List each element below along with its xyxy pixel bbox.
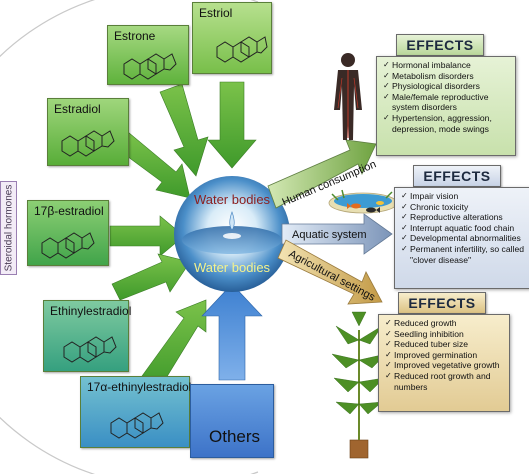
hormone-arrows <box>109 81 257 389</box>
hormone-box-17beta-estradiol: 17β-estradiol <box>27 200 109 266</box>
effect-item: Seedling inhibition <box>385 329 505 340</box>
17beta-estradiol-structure-icon <box>41 232 95 259</box>
pathway-arrow-agri <box>277 239 383 305</box>
effect-item: Interrupt aquatic food chain <box>401 223 525 234</box>
effects-list-aquatic: Impair vision Chronic toxicity Reproduct… <box>394 187 529 289</box>
effect-item: Impair vision <box>401 191 525 202</box>
effect-item: Metabolism disorders <box>383 71 511 82</box>
effect-item: Reduced tuber size <box>385 339 505 350</box>
center-label-bottom: Water bodies <box>194 260 271 275</box>
hormone-label-ethinylestradiol: Ethinylestradiol <box>50 304 132 318</box>
effect-item: Chronic toxicity <box>401 202 525 213</box>
water-ripple <box>182 226 282 254</box>
center-label-top: Water bodies <box>194 192 271 207</box>
effect-item: Permanent infertility, so called "clover… <box>401 244 525 265</box>
others-label: Others <box>209 427 261 446</box>
effect-item: Reduced growth <box>385 318 505 329</box>
17alpha-ethinylestradiol-structure-icon <box>110 412 164 439</box>
side-label-text: Steroidal hormones <box>3 184 14 272</box>
others-arrow <box>201 283 263 381</box>
estrone-structure-icon <box>123 53 177 80</box>
pathway-label-agri: Agricultural settings <box>287 248 378 304</box>
effect-item: Improved vegetative growth <box>385 360 505 371</box>
others-box: Others <box>190 384 274 458</box>
hormone-box-estrone: Estrone <box>107 25 189 85</box>
pathway-label-aquatic: Aquatic system <box>292 229 367 241</box>
hormone-label-estriol: Estriol <box>199 6 233 20</box>
ethinylestradiol-structure-icon <box>63 336 117 363</box>
hormone-box-estradiol: Estradiol <box>47 98 129 166</box>
hormone-box-17alpha-ethinylestradiol: 17α-ethinylestradiol <box>80 376 192 448</box>
hormone-label-17alpha-ethinylestradiol: 17α-ethinylestradiol <box>87 380 192 394</box>
effect-item: Developmental abnormalities <box>401 233 525 244</box>
effect-item: Physiological disorders <box>383 81 511 92</box>
human-body-icon <box>334 53 362 140</box>
effect-item: Reproductive alterations <box>401 212 525 223</box>
water-drop-icon <box>229 211 235 231</box>
effects-title-agri: EFFECTS <box>398 292 486 314</box>
effects-list-agri: Reduced growth Seedling inhibition Reduc… <box>378 314 510 412</box>
effect-item: Improved germination <box>385 350 505 361</box>
pathway-arrow-aquatic <box>281 213 393 255</box>
effects-title-human: EFFECTS <box>396 34 484 56</box>
effects-title-aquatic: EFFECTS <box>413 165 501 187</box>
hormone-label-estrone: Estrone <box>114 29 156 43</box>
estradiol-structure-icon <box>61 130 115 157</box>
effects-list-human: Hormonal imbalance Metabolism disorders … <box>376 56 516 156</box>
estriol-structure-icon <box>216 36 268 63</box>
pathway-arrow-human <box>267 139 377 209</box>
effect-item: Male/female reproductive system disorder… <box>383 92 511 113</box>
hormone-box-ethinylestradiol: Ethinylestradiol <box>43 300 132 372</box>
steroidal-hormones-label: Steroidal hormones <box>0 181 17 275</box>
hormone-label-17beta-estradiol: 17β-estradiol <box>34 204 104 218</box>
effect-item: Hypertension, aggression, depression, mo… <box>383 113 511 134</box>
hormone-box-estriol: Estriol <box>192 2 272 74</box>
effect-item: Hormonal imbalance <box>383 60 511 71</box>
hormone-label-estradiol: Estradiol <box>54 102 101 116</box>
effect-item: Reduced root growth and numbers <box>385 371 505 392</box>
pond-fish-icon <box>328 189 398 214</box>
